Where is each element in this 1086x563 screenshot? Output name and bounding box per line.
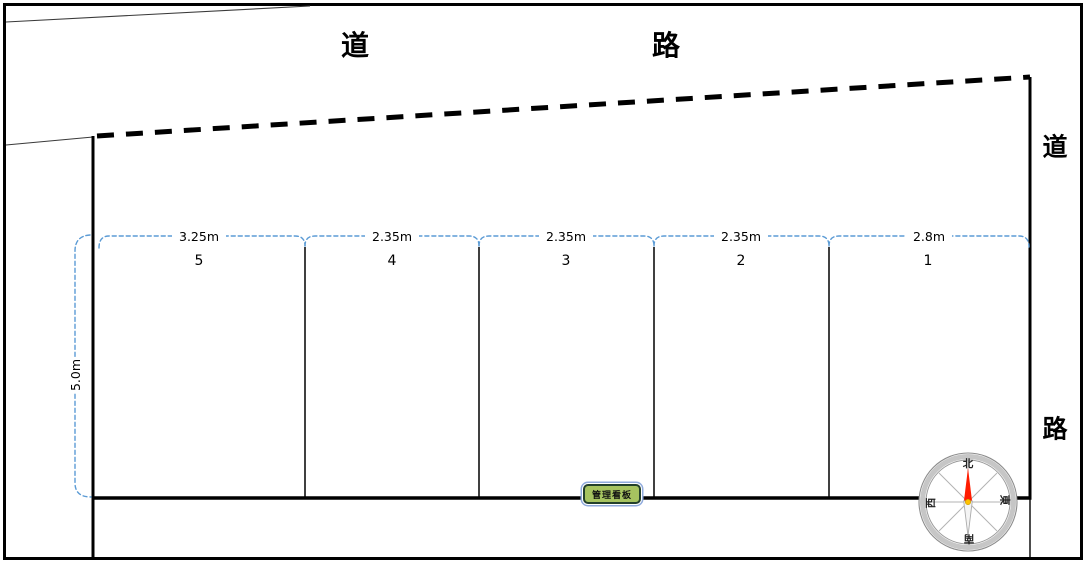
boundary-line-left (5, 136, 94, 146)
stall-number-5: 5 (194, 253, 204, 269)
stall-number-2: 2 (736, 253, 746, 269)
road-label-right-bottom: 路 (1042, 414, 1068, 444)
width-label-space-3: 2.35m (538, 230, 594, 244)
width-dimension-space-5 (98, 235, 306, 249)
road-label-top-right: 路 (651, 29, 683, 62)
width-label-space-4: 2.35m (364, 230, 420, 244)
boundary-line-top (5, 5, 311, 23)
road-label-top-left: 道 (340, 29, 372, 62)
management-signboard-label: 管理看板 (591, 490, 632, 501)
road-boundary-dashed-line (96, 74, 1031, 139)
width-label-space-2: 2.35m (713, 230, 769, 244)
compass-north-label: 北 (962, 457, 974, 470)
compass-west-label: 西 (924, 497, 937, 509)
compass-south-label: 南 (963, 532, 975, 545)
management-signboard: 管理看板 (583, 484, 641, 504)
stall-number-3: 3 (561, 253, 571, 269)
outer-frame (3, 3, 1083, 560)
compass-north-needle (963, 468, 973, 503)
width-label-space-5: 3.25m (171, 230, 227, 244)
compass-east-label: 東 (998, 494, 1011, 506)
width-label-space-1: 2.8m (905, 230, 953, 244)
road-label-right-top: 道 (1042, 132, 1068, 162)
stall-number-1: 1 (923, 253, 933, 269)
compass-pivot (964, 498, 971, 505)
compass-icon (918, 452, 1018, 552)
depth-label: 5.0m (63, 357, 89, 393)
stall-number-4: 4 (387, 253, 397, 269)
